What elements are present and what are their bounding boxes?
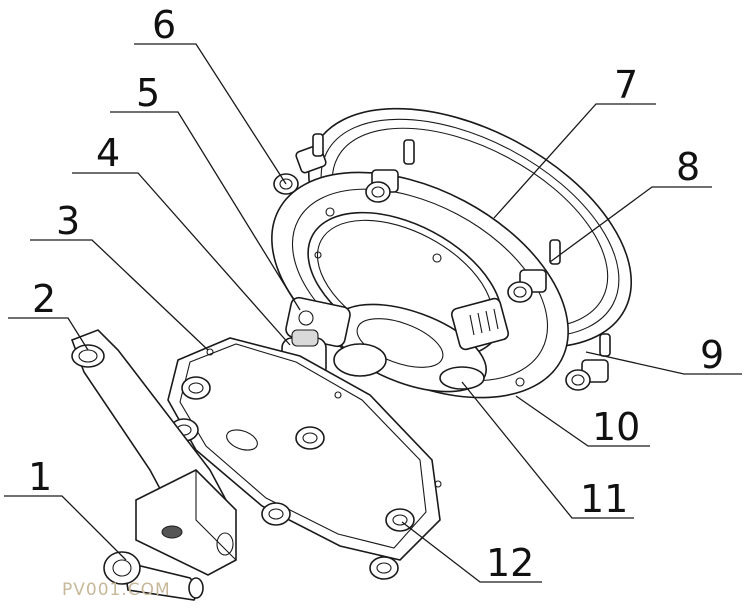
leader-6 [134, 43, 287, 185]
leader-2 [8, 317, 89, 351]
part-label-2: 2 [32, 277, 56, 321]
part-label-4: 4 [96, 131, 120, 175]
part-label-1: 1 [28, 455, 52, 499]
pin-part-1 [103, 551, 204, 601]
leader-4 [72, 172, 291, 346]
part-label-3: 3 [56, 199, 80, 243]
leader-9 [585, 351, 742, 375]
leader-1 [4, 495, 127, 561]
lever-arm-part-2 [70, 329, 237, 576]
leader-8 [549, 186, 712, 263]
part-label-12: 12 [486, 541, 534, 585]
part-label-5: 5 [136, 71, 160, 115]
housing-bolt [565, 333, 611, 391]
leader-3 [30, 239, 209, 351]
cover-bolt [369, 556, 399, 580]
leader-10 [515, 395, 650, 447]
leader-12 [401, 521, 542, 583]
housing-bolt [365, 139, 415, 203]
part-label-8: 8 [676, 145, 700, 189]
leader-11 [461, 381, 634, 519]
cover-bolt [261, 502, 291, 526]
part-label-10: 10 [592, 405, 640, 449]
eccentric-link-part-11 [333, 297, 510, 393]
leader-7 [493, 103, 656, 219]
part-label-6: 6 [152, 3, 176, 47]
part-label-9: 9 [700, 333, 724, 377]
watermark: PV001.COM [62, 580, 171, 600]
part-label-7: 7 [614, 63, 638, 107]
leader-5 [110, 111, 301, 311]
housing-bolt [507, 239, 561, 303]
part-label-11: 11 [580, 477, 628, 521]
cover-bolt [181, 376, 211, 400]
leader-lines [4, 43, 742, 583]
front-cover-plate-part-12 [167, 337, 442, 580]
cover-bolt [295, 426, 325, 450]
